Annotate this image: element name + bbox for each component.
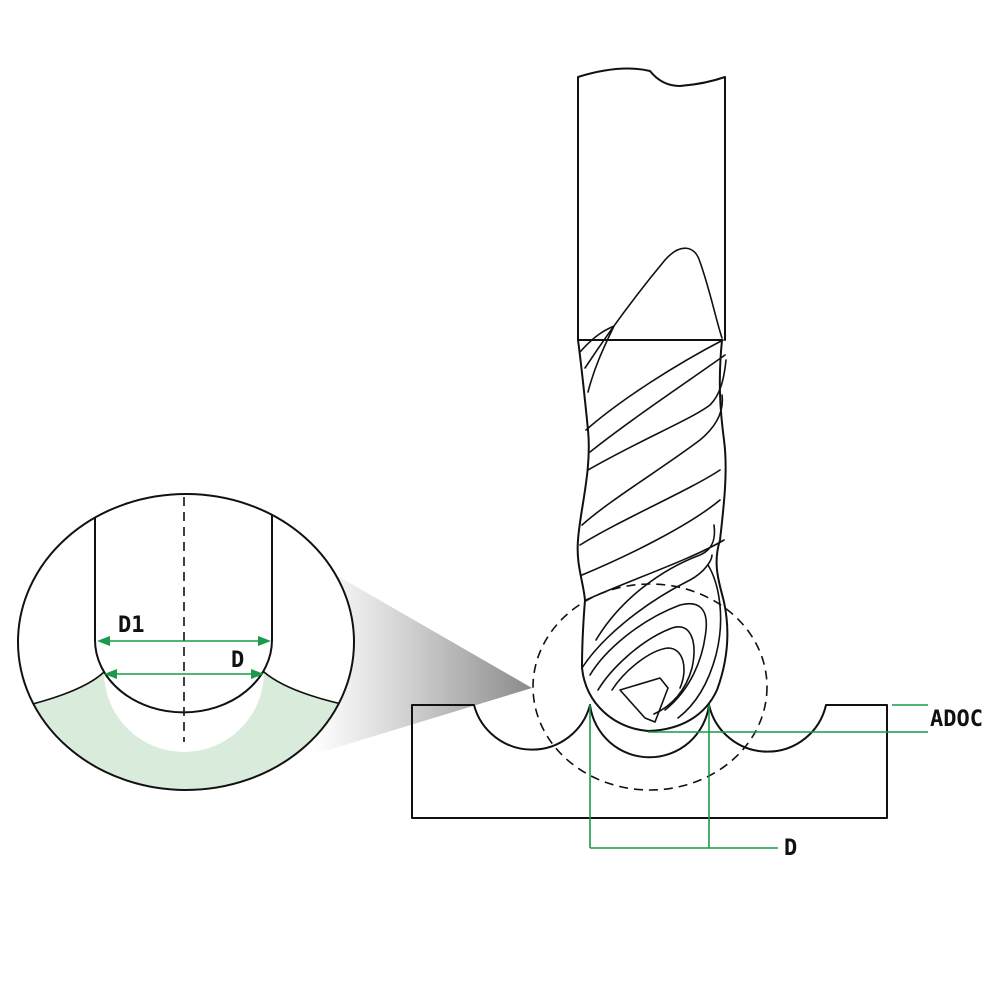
d1-label: D1 bbox=[118, 613, 145, 638]
tool-shank bbox=[577, 67, 726, 341]
detail-view bbox=[17, 493, 355, 791]
magnification-cone bbox=[312, 575, 532, 755]
d-main-label: D bbox=[784, 836, 797, 861]
end-mill-tool bbox=[576, 67, 729, 732]
adoc-dimension bbox=[648, 704, 928, 733]
detail-outline bbox=[17, 493, 355, 791]
d-dimension-detail bbox=[104, 669, 264, 679]
d-detail-label: D bbox=[231, 648, 244, 673]
detail-marker-circle bbox=[532, 583, 768, 791]
adoc-label: ADOC bbox=[930, 707, 983, 732]
d1-dimension bbox=[97, 636, 271, 646]
workpiece-block bbox=[411, 704, 888, 819]
d-dimension-main bbox=[589, 705, 778, 849]
tool-flute-body bbox=[576, 339, 729, 732]
